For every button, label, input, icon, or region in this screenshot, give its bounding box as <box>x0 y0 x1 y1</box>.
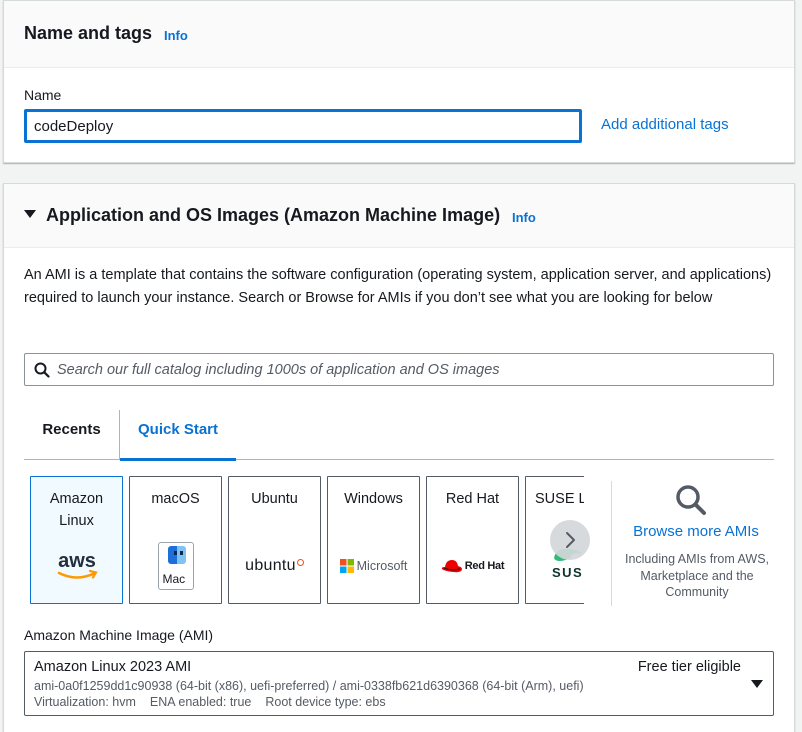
browse-more-description: Including AMIs from AWS, Marketplace and… <box>624 552 770 599</box>
ami-search-input[interactable] <box>57 354 757 385</box>
mac-logo-text: Mac <box>162 572 186 586</box>
ubuntu-logo-text: ubuntu <box>245 557 296 574</box>
chevron-down-icon[interactable] <box>751 680 763 688</box>
aws-logo-icon: aws <box>31 541 122 591</box>
tile-red-hat[interactable]: Red Hat Red Hat <box>426 476 519 604</box>
ami-header[interactable]: Application and OS Images (Amazon Machin… <box>4 184 794 248</box>
ami-search-box[interactable] <box>24 353 774 386</box>
name-label: Name <box>24 87 62 103</box>
tile-label: SUSE Li <box>535 491 584 507</box>
ami-attributes: Virtualization: hvm ENA enabled: true Root… <box>34 695 386 709</box>
redhat-logo-text: Red Hat <box>464 560 505 572</box>
ami-virtualization: Virtualization: hvm <box>34 695 136 709</box>
tile-label: Ubuntu <box>251 491 298 507</box>
tab-recents[interactable]: Recents <box>42 421 101 438</box>
redhat-logo-icon: Red Hat <box>427 541 518 591</box>
ami-panel: Application and OS Images (Amazon Machin… <box>3 183 795 732</box>
os-tile-strip: Amazon Linux aws macOS Mac <box>29 476 584 606</box>
tile-label: Red Hat <box>445 491 500 507</box>
chevron-right-icon <box>566 532 575 548</box>
ami-tabs: Recents Quick Start <box>24 410 774 461</box>
suse-logo-text: SUS <box>552 565 584 580</box>
ami-ids: ami-0a0f1259dd1c90938 (64-bit (x86), uef… <box>34 679 584 693</box>
name-and-tags-info-link[interactable]: Info <box>164 28 188 43</box>
mac-finder-icon: Mac <box>130 541 221 591</box>
name-and-tags-panel: Name and tags Info Name Add additional t… <box>3 0 795 163</box>
ami-root-device: Root device type: ebs <box>265 695 386 709</box>
ami-selected-name: Amazon Linux 2023 AMI <box>34 659 192 675</box>
browse-more-amis-link[interactable]: Browse more AMIs <box>633 523 759 540</box>
ami-select[interactable]: Amazon Linux 2023 AMI Free tier eligible… <box>24 651 774 716</box>
search-icon <box>34 362 50 378</box>
microsoft-logo-text: Microsoft <box>356 559 408 573</box>
collapse-caret-icon[interactable] <box>24 210 36 218</box>
aws-logo-text: aws <box>58 550 96 572</box>
name-and-tags-title: Name and tags <box>24 23 153 43</box>
magnifier-icon <box>676 485 706 515</box>
add-additional-tags-link[interactable]: Add additional tags <box>601 116 729 133</box>
tile-macos[interactable]: macOS Mac <box>129 476 222 604</box>
ami-select-label: Amazon Machine Image (AMI) <box>24 627 214 643</box>
ubuntu-logo-icon: ubuntu <box>229 541 320 591</box>
name-and-tags-header: Name and tags Info <box>4 1 794 68</box>
name-input[interactable] <box>24 109 582 143</box>
ami-description: An AMI is a template that contains the s… <box>24 267 772 306</box>
ami-section-title: Application and OS Images (Amazon Machin… <box>46 205 501 225</box>
tile-amazon-linux[interactable]: Amazon Linux aws <box>30 476 123 604</box>
browse-divider <box>611 481 612 606</box>
tile-windows[interactable]: Windows Microsoft <box>327 476 420 604</box>
tile-ubuntu[interactable]: Ubuntu ubuntu <box>228 476 321 604</box>
tab-quick-start[interactable]: Quick Start <box>119 410 236 461</box>
ami-ena: ENA enabled: true <box>149 695 252 709</box>
microsoft-logo-icon: Microsoft <box>328 541 419 591</box>
ami-info-link[interactable]: Info <box>512 210 536 225</box>
tile-label: macOS <box>151 491 200 507</box>
tile-label: Amazon Linux <box>49 491 104 529</box>
free-tier-badge: Free tier eligible <box>637 659 741 675</box>
tile-label: Windows <box>344 491 403 507</box>
carousel-next-button[interactable] <box>550 520 590 560</box>
